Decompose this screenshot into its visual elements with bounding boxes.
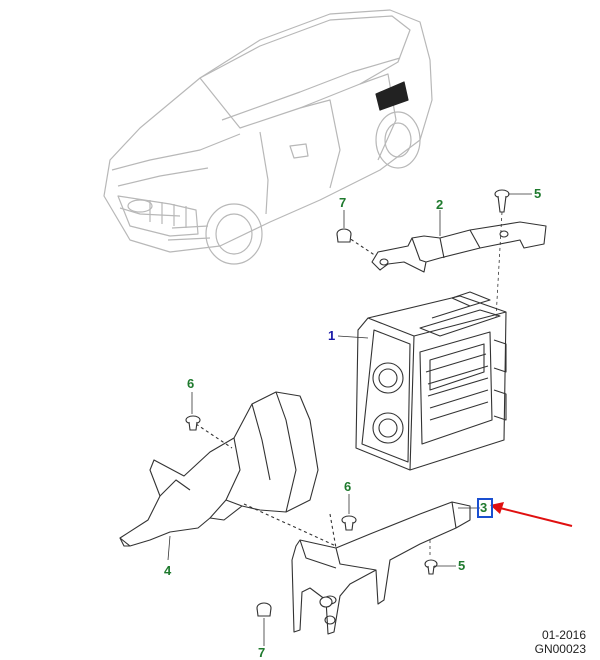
upper-bracket xyxy=(345,221,547,273)
screw-6-middle xyxy=(341,515,357,531)
callout-2: 2 xyxy=(436,197,444,212)
pointer-arrow xyxy=(490,502,573,527)
screw-5-upper xyxy=(494,189,510,213)
leader-lines xyxy=(167,193,532,646)
nut-7-upper xyxy=(336,228,352,243)
callout-5-upper: 5 xyxy=(534,186,542,201)
callout-7-lower: 7 xyxy=(258,645,266,660)
callout-5-lower: 5 xyxy=(458,558,466,573)
callout-6-middle: 6 xyxy=(344,479,352,494)
lower-bracket xyxy=(291,501,471,635)
left-bracket xyxy=(119,391,337,547)
highlight-box xyxy=(477,498,493,518)
callout-3: 3 xyxy=(480,500,488,515)
module-unit xyxy=(355,291,507,471)
callout-1: 1 xyxy=(328,328,336,343)
vehicle-illustration xyxy=(103,9,433,265)
callout-4: 4 xyxy=(164,563,172,578)
callout-7-upper: 7 xyxy=(339,195,347,210)
footer-code: GN00023 xyxy=(534,642,586,656)
fasteners xyxy=(185,189,510,617)
footer-date: 01-2016 xyxy=(541,628,586,642)
callout-6-left: 6 xyxy=(187,376,195,391)
screw-6-left xyxy=(185,415,201,431)
nut-7-lower xyxy=(256,602,272,617)
screw-5-lower xyxy=(424,559,438,575)
